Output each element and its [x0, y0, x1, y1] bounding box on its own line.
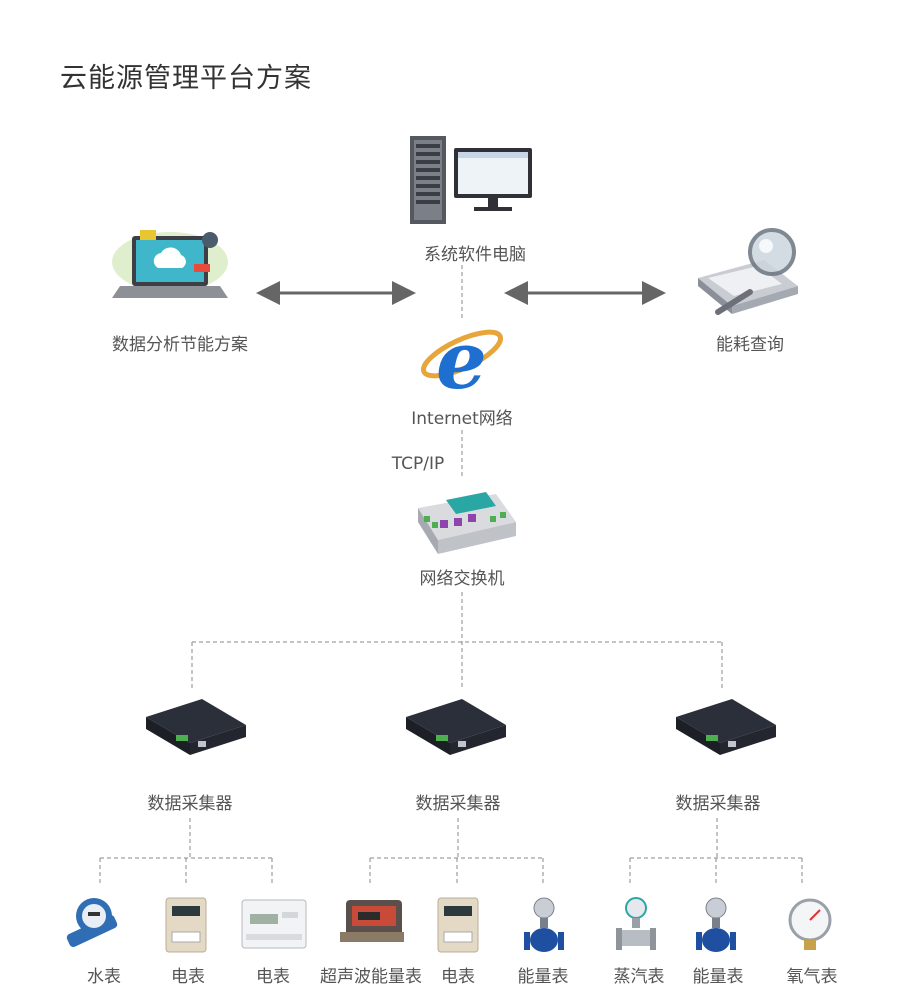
magnifier-query-icon [698, 228, 798, 315]
ultrasonic-energy-meter-icon [340, 900, 404, 942]
din-electric-meter-icon [241, 899, 307, 949]
meter-label-3: 电表 [256, 967, 290, 987]
meter-label-9: 氧气表 [786, 967, 838, 987]
tcpip-label: TCP/IP [391, 454, 445, 474]
electric-meter-icon [437, 897, 479, 953]
collector-device-2 [402, 695, 508, 763]
collector-label-1: 数据采集器 [147, 794, 233, 814]
collector-device-1 [142, 695, 248, 763]
internet-explorer-icon: e [420, 318, 504, 400]
meter-label-2: 电表 [171, 967, 205, 987]
collector-device-3 [672, 695, 778, 763]
meter-label-4: 超声波能量表 [320, 967, 422, 987]
electromagnetic-flow-meter-icon [696, 897, 736, 952]
page-title: 云能源管理平台方案 [60, 63, 312, 94]
laptop-cloud-icon [112, 230, 228, 298]
meter-label-5: 电表 [441, 967, 475, 987]
query-label: 能耗查询 [716, 335, 784, 355]
internet-label: Internet网络 [411, 409, 513, 429]
water-meter-icon [66, 898, 118, 948]
network-switch-icon [418, 492, 516, 554]
data-collector-icon [676, 699, 776, 755]
analysis-label: 数据分析节能方案 [112, 335, 248, 355]
steam-flow-meter-icon [616, 897, 656, 950]
oxygen-pressure-gauge-icon [788, 898, 832, 950]
data-collector-icon [146, 699, 246, 755]
meter-label-8: 能量表 [692, 967, 744, 987]
meter-label-1: 水表 [87, 967, 121, 987]
computer-label: 系统软件电脑 [424, 245, 526, 265]
switch-label: 网络交换机 [419, 569, 505, 589]
meter-label-7: 蒸汽表 [613, 967, 665, 987]
collector-label-2: 数据采集器 [415, 794, 501, 814]
data-collector-icon [406, 699, 506, 755]
server-computer-icon [410, 136, 532, 224]
svg-text:e: e [436, 318, 487, 400]
electric-meter-icon [165, 897, 207, 953]
meter-label-6: 能量表 [517, 967, 569, 987]
electromagnetic-flow-meter-icon [524, 897, 564, 952]
collector-label-3: 数据采集器 [675, 794, 761, 814]
